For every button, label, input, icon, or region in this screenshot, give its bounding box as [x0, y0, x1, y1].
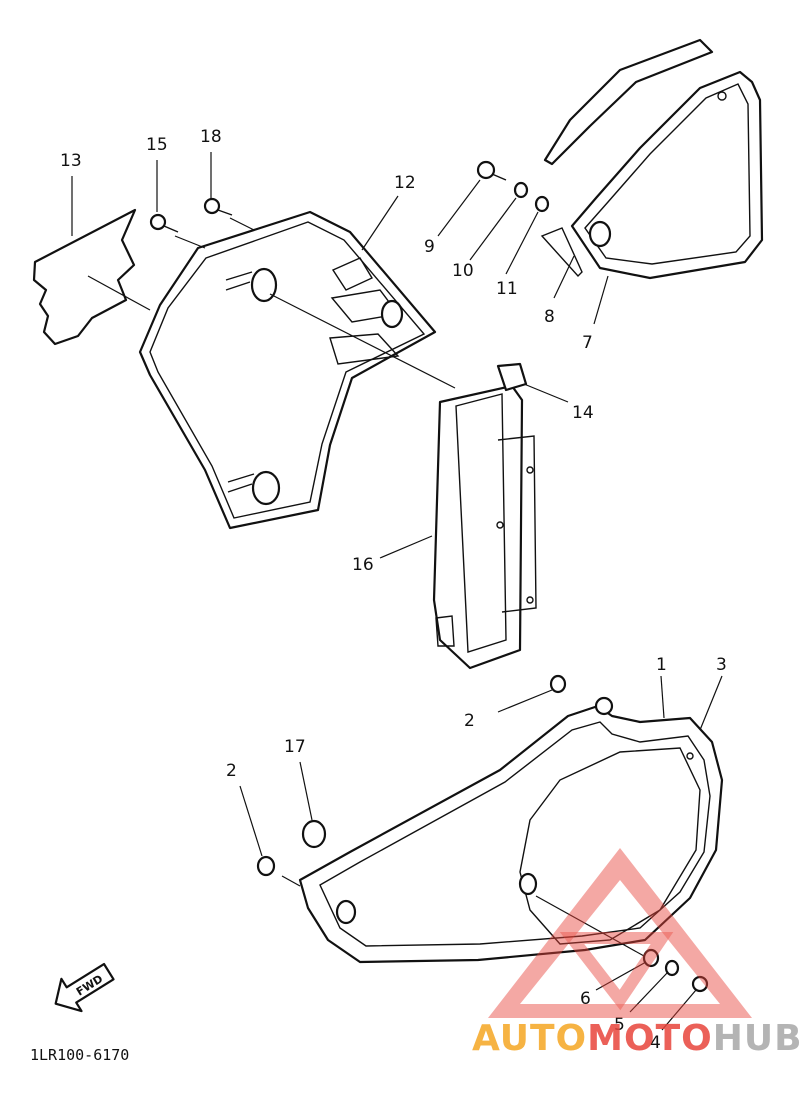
callout-14: 14: [572, 403, 594, 423]
fastener-14-clip: [496, 362, 528, 392]
diagram-code: 1LR100-6170: [30, 1046, 129, 1064]
fastener-5-collar: [664, 959, 680, 977]
fastener-11-grommet: [534, 195, 550, 213]
fastener-2-grommet-lower: [256, 855, 276, 877]
callout-18: 18: [200, 127, 222, 147]
part-13-sheet: [32, 208, 137, 346]
part-7-upper-cover: [570, 70, 764, 280]
callout-17: 17: [284, 737, 306, 757]
callout-11: 11: [496, 279, 518, 299]
part-8-trim: [540, 38, 714, 278]
watermark-triangle-icon: [488, 848, 752, 1018]
callout-13: 13: [60, 151, 82, 171]
callout-5: 5: [614, 1015, 625, 1035]
callout-7: 7: [582, 333, 593, 353]
fastener-15-screw: [149, 213, 179, 233]
fastener-2-grommet-upper: [549, 674, 567, 694]
fastener-4-screw: [691, 975, 709, 993]
fastener-17-damper: [301, 819, 327, 849]
callout-6: 6: [580, 989, 591, 1009]
part-16-guard: [432, 384, 537, 670]
callout-labels: 13 15 18 12 9 10 11 8 7 14 16 2 1 3 2 17…: [60, 127, 727, 1053]
fastener-9-screw: [476, 160, 507, 181]
callout-2-lower: 2: [226, 761, 237, 781]
callout-1: 1: [656, 655, 667, 675]
watermark-moto: MOTO: [587, 1018, 713, 1059]
callout-15: 15: [146, 135, 168, 155]
callout-9: 9: [424, 237, 435, 257]
fwd-arrow-icon: FWD: [54, 962, 115, 1013]
fastener-18-screw: [203, 197, 233, 216]
leader-lines: [71, 152, 723, 1031]
callout-16: 16: [352, 555, 374, 575]
callout-4: 4: [650, 1033, 661, 1053]
callout-12: 12: [394, 173, 416, 193]
part-1-lower-side-cover: [298, 696, 724, 964]
watermark-logo: AUTOMOTOHUB: [472, 848, 800, 1059]
watermark-hub: HUB: [713, 1018, 800, 1059]
callout-8: 8: [544, 307, 555, 327]
callout-2-upper: 2: [464, 711, 475, 731]
part-12-side-cover: [138, 210, 437, 530]
watermark-auto: AUTO: [472, 1018, 587, 1059]
callout-3: 3: [716, 655, 727, 675]
watermark-text: AUTOMOTOHUB: [472, 1018, 800, 1059]
fastener-10-collar: [513, 181, 529, 199]
callout-10: 10: [452, 261, 474, 281]
fastener-6-grommet: [642, 948, 660, 968]
